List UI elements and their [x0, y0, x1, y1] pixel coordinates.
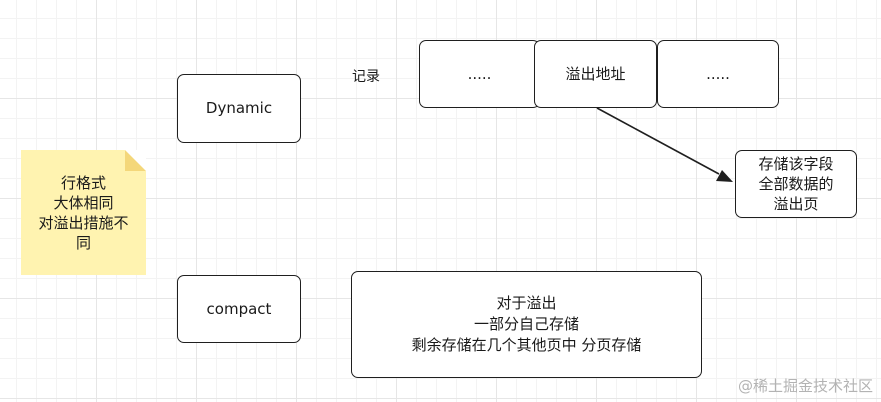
overflow-arrow-head: [716, 170, 733, 182]
record-cell-overflow-address: 溢出地址: [534, 40, 657, 108]
watermark: @稀土掘金技术社区: [737, 377, 873, 395]
sticky-note: 行格式 大体相同 对溢出措施不 同: [21, 150, 146, 275]
note-fold-corner: [125, 150, 146, 171]
record-cell-3: .....: [657, 40, 779, 108]
compact-node: compact: [177, 275, 301, 343]
record-cell-1: .....: [419, 40, 540, 108]
record-label: 记录: [352, 69, 380, 85]
dynamic-node: Dynamic: [177, 74, 301, 143]
note-text: 行格式 大体相同 对溢出措施不 同: [38, 173, 129, 252]
compact-description-node: 对于溢出 一部分自己存储 剩余存储在几个其他页中 分页存储: [351, 271, 702, 378]
overflow-page-node: 存储该字段 全部数据的 溢出页: [735, 150, 857, 218]
overflow-arrow-line: [596, 107, 720, 175]
